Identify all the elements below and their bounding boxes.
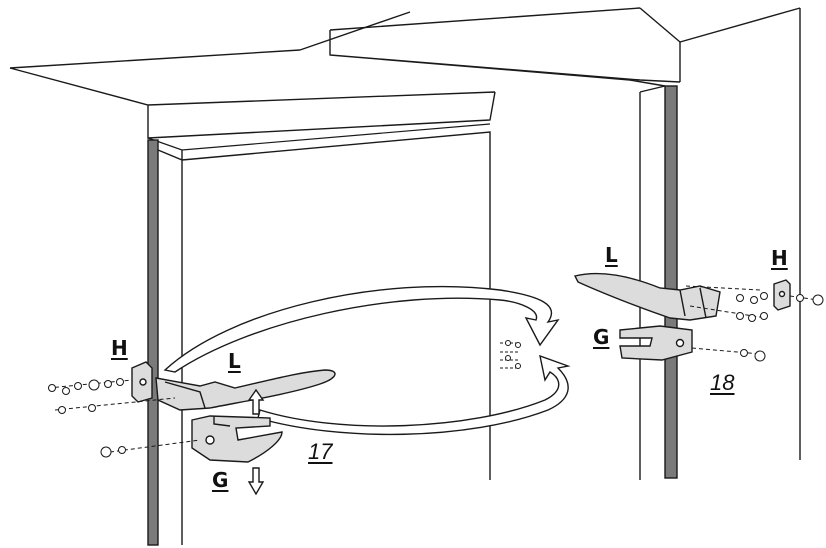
right-door-edge: [664, 85, 678, 479]
label-g-right: G: [593, 325, 610, 349]
left-handle-assembly: [131, 361, 336, 496]
left-up-arrow: [247, 388, 265, 415]
left-appliance: [9, 49, 496, 546]
left-handle: [155, 369, 336, 411]
upper-transfer-arrow: [163, 285, 560, 373]
center-screws: [500, 340, 521, 369]
right-base-g: [619, 325, 693, 361]
left-base-g: [191, 415, 283, 463]
left-door-front: [157, 131, 491, 545]
transfer-arrows: [163, 285, 571, 436]
left-top-slab: [9, 67, 496, 139]
right-handle-assembly: [573, 272, 791, 361]
right-appliance: [299, 7, 801, 480]
label-h-left: H: [111, 336, 128, 360]
right-top-slab: [329, 7, 681, 83]
step-number-18: 18: [710, 370, 735, 395]
left-door-edge: [147, 139, 159, 546]
label-l-left: L: [228, 349, 241, 373]
lower-transfer-arrow: [257, 354, 571, 436]
right-screws: [685, 285, 824, 362]
label-g-left: G: [212, 468, 229, 492]
right-handle: [573, 272, 721, 321]
label-h-right: H: [771, 246, 788, 270]
left-screws: [47, 378, 201, 458]
label-l-right: L: [605, 243, 618, 267]
step-number-17: 17: [308, 439, 333, 464]
left-down-arrow: [247, 467, 265, 496]
